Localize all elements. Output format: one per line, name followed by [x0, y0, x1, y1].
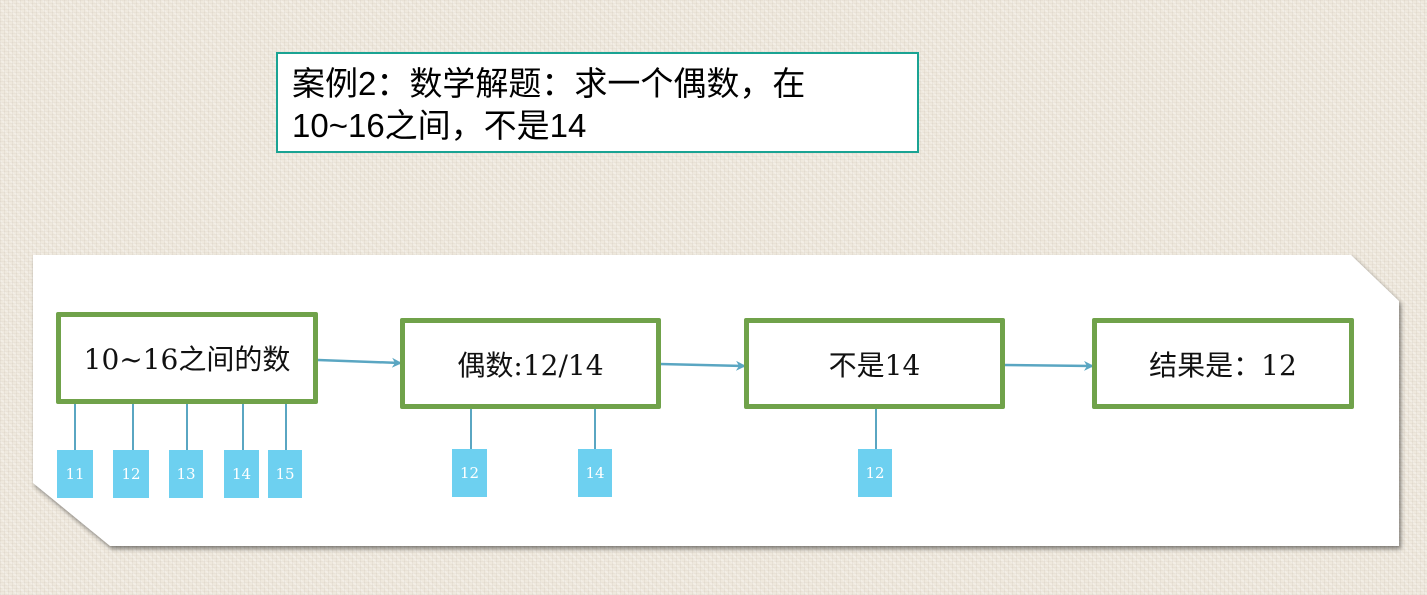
title-line-1: 案例2：数学解题：求一个偶数，在 — [292, 65, 806, 102]
number-tag: 13 — [169, 450, 203, 498]
step-range-box: 10~16之间的数 — [56, 312, 318, 404]
connector-line — [594, 409, 596, 450]
step-not14-label: 不是14 — [828, 348, 921, 382]
connector-line — [285, 404, 287, 450]
connector-line — [132, 404, 134, 450]
connector-line — [470, 409, 472, 450]
number-tag: 14 — [578, 449, 612, 497]
number-tag: 12 — [452, 449, 487, 497]
step-range-label: 10~16之间的数 — [83, 343, 291, 376]
step-result-box: 结果是：12 — [1092, 318, 1354, 409]
problem-title-box: 案例2：数学解题：求一个偶数，在 10~16之间，不是14 — [276, 52, 919, 153]
connector-line — [186, 404, 188, 450]
step-even-box: 偶数:12/14 — [400, 318, 661, 409]
step-not14-box: 不是14 — [744, 318, 1005, 409]
number-tag: 12 — [858, 449, 892, 497]
connector-line — [875, 409, 877, 450]
number-tag: 15 — [268, 450, 302, 498]
arrow-3-to-4 — [1003, 360, 1094, 371]
step-result-label: 结果是：12 — [1149, 348, 1297, 382]
arrow-2-to-3 — [659, 360, 746, 371]
step-even-label: 偶数:12/14 — [457, 348, 604, 382]
number-tag: 14 — [224, 450, 259, 498]
connector-line — [74, 404, 76, 450]
connector-line — [242, 404, 244, 450]
number-tag: 11 — [57, 450, 93, 498]
number-tag: 12 — [113, 450, 149, 498]
arrow-1-to-2 — [317, 357, 402, 368]
title-line-2: 10~16之间，不是14 — [292, 107, 587, 144]
